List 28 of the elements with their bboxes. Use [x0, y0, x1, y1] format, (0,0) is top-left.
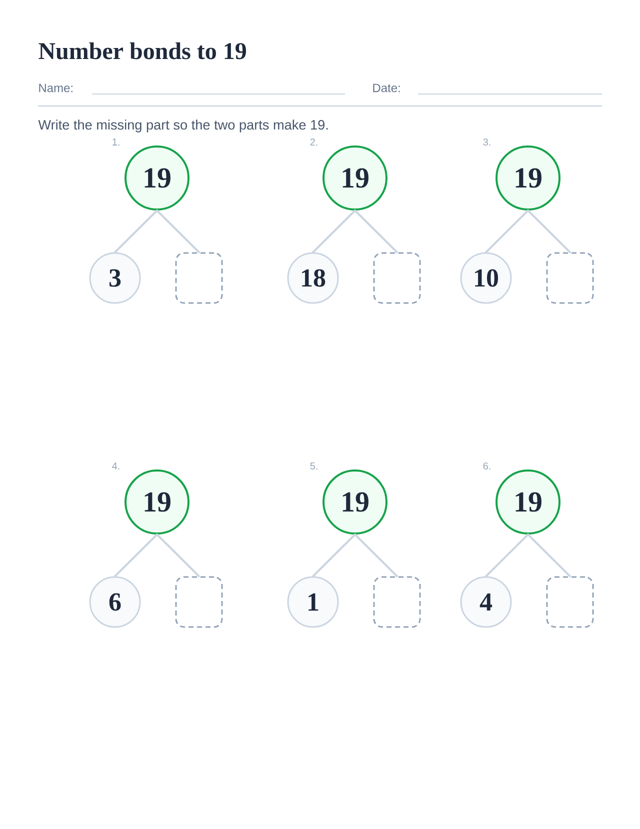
instructions: Write the missing part so the two parts make 19.	[38, 120, 328, 132]
connector-line	[312, 534, 356, 578]
problem-number: 2.	[310, 138, 318, 146]
answer-box	[175, 576, 223, 628]
problem-number: 4.	[112, 462, 120, 470]
problem-number: 1.	[112, 138, 120, 146]
problem-number: 5.	[310, 462, 318, 470]
title: Number bonds to 19	[38, 42, 246, 60]
answer-box	[546, 252, 594, 304]
connector-line	[354, 210, 398, 254]
connector-line	[527, 534, 571, 578]
connector-line	[527, 210, 571, 254]
connector-line	[114, 534, 158, 578]
answer-box	[373, 576, 421, 628]
field-label: Date:	[373, 84, 400, 92]
field-label: Name:	[39, 84, 72, 92]
connector-line	[156, 210, 200, 254]
connector-line	[312, 210, 356, 254]
connector-line	[354, 534, 398, 578]
answer-box	[373, 252, 421, 304]
answer-box	[175, 252, 223, 304]
problem-number: 3.	[483, 138, 490, 146]
connector-line	[485, 210, 529, 254]
problem-number: 6.	[483, 462, 490, 470]
connector-line	[485, 534, 529, 578]
connector-line	[114, 210, 158, 254]
connector-line	[156, 534, 200, 578]
answer-box	[546, 576, 594, 628]
